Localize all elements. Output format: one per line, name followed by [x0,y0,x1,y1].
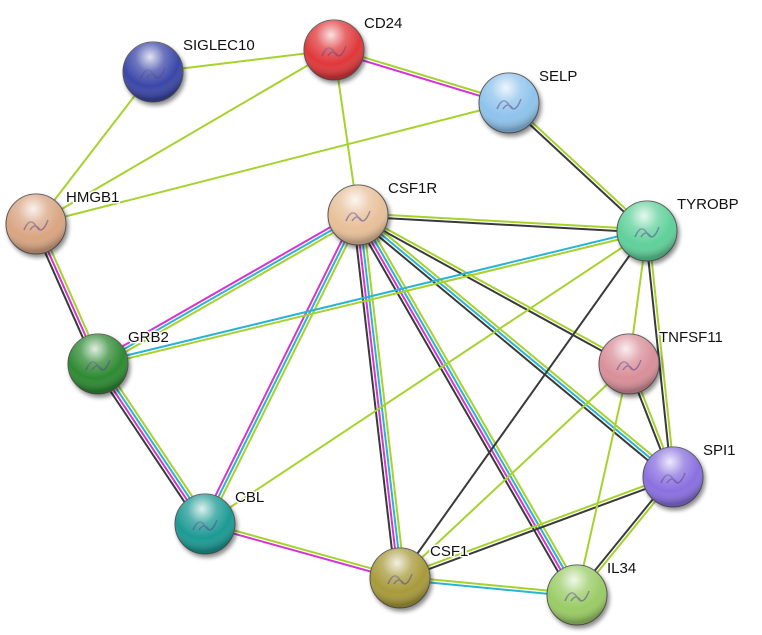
node-label: CD24 [364,15,402,32]
node-sphere[interactable] [67,333,129,395]
node-sphere[interactable] [616,200,678,262]
edge-strand [358,212,631,364]
edge-csf1r-grb2[interactable] [95,211,361,368]
edge-strand [399,363,630,579]
edge-strand [99,216,361,368]
edge-strand [95,211,357,363]
edge-tyrobp-grb2[interactable] [97,228,648,367]
node-grb2[interactable]: GRB2 [67,328,170,395]
node-selp[interactable]: SELP [478,67,579,134]
edge-strand [355,215,577,597]
node-label: CSF1 [430,543,468,560]
edge-tyrobp-cbl[interactable] [204,230,648,525]
edge-strand [399,474,673,578]
edge-strand [97,214,359,365]
edge-strand [352,215,397,579]
edge-strand [204,230,648,525]
node-cbl[interactable]: CBL [174,488,266,555]
node-label: TNFSF11 [659,329,723,346]
node-sphere[interactable] [327,184,389,246]
edge-strand [357,215,647,234]
edge-strand [355,215,400,579]
edge-strand [355,216,672,481]
node-spi1[interactable]: SPI1 [642,441,737,508]
edge-strand [399,230,648,579]
node-sphere[interactable] [303,19,365,81]
edge-strand [201,213,357,524]
node-label: CSF1R [388,180,437,197]
edge-strand [359,211,676,476]
node-sphere[interactable] [174,493,236,555]
node-label: SELP [539,68,577,85]
edge-strand [205,521,401,578]
edge-strand [206,215,362,526]
node-sphere[interactable] [546,564,608,626]
edge-strand [576,363,630,596]
edge-strand [361,214,406,578]
node-sphere[interactable] [122,41,184,103]
node-label: HMGB1 [66,189,119,206]
edge-strand [352,216,574,598]
node-label: CBL [235,489,264,506]
edge-csf1r-il34[interactable] [352,212,583,598]
edge-tyrobp-csf1[interactable] [399,230,648,579]
edge-strand [98,231,648,367]
node-siglec10[interactable]: SIGLEC10 [122,36,256,103]
edge-strand [358,214,403,578]
edge-strand [358,212,648,231]
edge-strand [647,230,676,477]
edge-csf1r-cbl[interactable] [201,213,362,526]
node-label: SPI1 [703,442,736,459]
edge-strand [357,214,674,478]
edge-selp-hmgb1[interactable] [35,102,510,225]
edge-tnfsf11-il34[interactable] [576,363,630,596]
edge-strand [400,477,674,581]
edge-strand [35,49,335,225]
edge-csf1r-tnfsf11[interactable] [356,212,631,367]
edge-strand [35,102,510,225]
edge-strand [204,524,400,581]
edge-strand [358,213,580,595]
node-hmgb1[interactable]: HMGB1 [5,188,121,255]
edge-strand [361,212,583,594]
node-tyrobp[interactable]: TYROBP [616,195,740,262]
node-label: SIGLEC10 [183,37,255,54]
node-label: GRB2 [128,329,169,346]
edge-layer [32,47,676,598]
node-label: IL34 [607,560,636,577]
edge-csf1r-tyrobp[interactable] [357,212,648,234]
edge-cbl-csf1[interactable] [204,521,401,581]
node-sphere[interactable] [478,72,540,134]
edge-csf1-spi1[interactable] [399,474,674,581]
edge-csf1r-csf1[interactable] [352,214,406,579]
edge-cd24-hmgb1[interactable] [35,49,335,225]
node-sphere[interactable] [5,193,67,255]
edge-strand [204,214,359,525]
edge-csf1-tnfsf11[interactable] [399,363,630,579]
node-cd24[interactable]: CD24 [303,14,404,81]
edge-strand [356,215,629,367]
edge-strand [97,228,647,364]
node-il34[interactable]: IL34 [546,559,638,626]
node-sphere[interactable] [369,547,431,609]
node-sphere[interactable] [642,446,704,508]
node-label: TYROBP [677,196,739,213]
edge-csf1r-spi1[interactable] [355,211,676,481]
node-sphere[interactable] [598,333,660,395]
